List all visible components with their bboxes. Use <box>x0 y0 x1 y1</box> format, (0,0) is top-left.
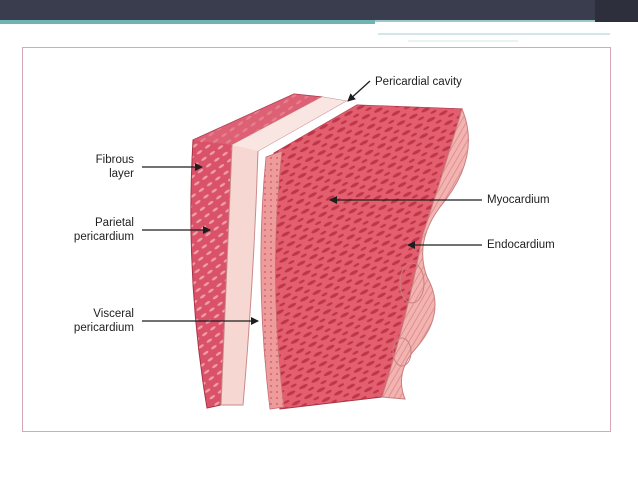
endocardium-fold <box>392 337 412 367</box>
label-endocardium: Endocardium <box>487 239 555 251</box>
parietal-pericardium-shape <box>220 96 348 406</box>
label-fibrous-layer: Fibrous layer <box>95 154 134 180</box>
label-myocardium: Myocardium <box>487 194 550 206</box>
slide-divider-lines <box>378 33 610 42</box>
slide-top-bar <box>0 0 638 24</box>
label-parietal-pericardium: Parietal pericardium <box>73 217 134 243</box>
endocardium-fold <box>399 262 425 304</box>
visceral-pericardium-shape <box>260 150 285 410</box>
label-pericardial-cavity: Pericardial cavity <box>375 76 462 88</box>
heart-wall-diagram <box>142 80 482 410</box>
myocardium-shape <box>266 104 463 410</box>
endocardium-shape <box>381 107 469 400</box>
arrow-pericardial-cavity <box>347 80 371 102</box>
label-visceral-pericardium: Visceral pericardium <box>73 308 134 334</box>
